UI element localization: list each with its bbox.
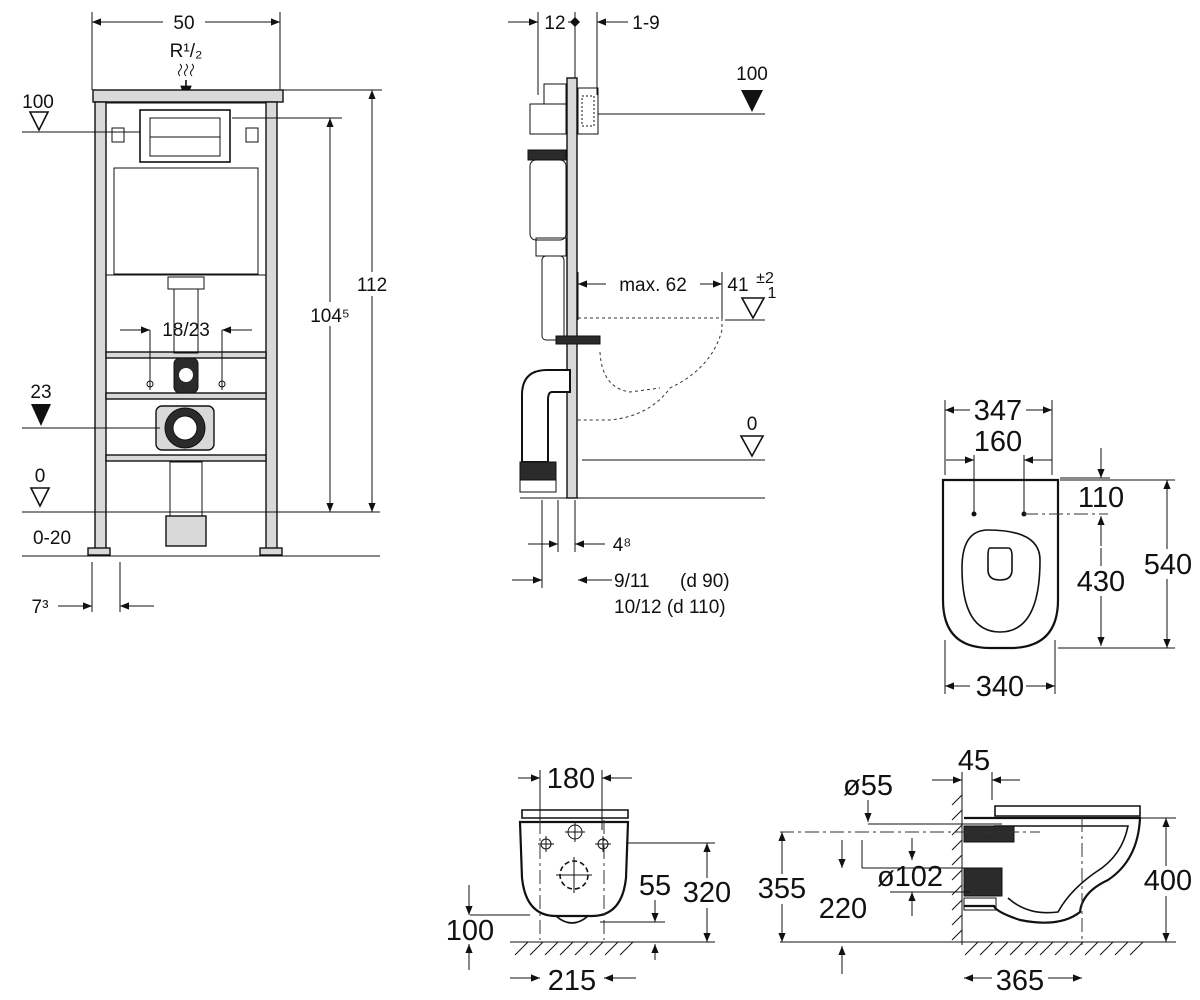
- hole-offset-label: 110: [1078, 482, 1124, 514]
- bowl-width-top-label: 347: [974, 395, 1022, 427]
- bowl-side-view: 45 ø55 ø102 355: [754, 745, 1196, 997]
- side-outlet-height-label: 220: [819, 893, 867, 925]
- frame-front-view: 50 R¹/₂: [22, 11, 392, 618]
- level-marker-icon: [740, 297, 766, 320]
- pipe-b-label: 10/12 (d 110): [614, 597, 726, 618]
- side-inlet-height-label: 355: [758, 873, 806, 905]
- side-depth-label: 365: [996, 965, 1044, 997]
- pipe-a-label: 9/11: [614, 571, 650, 592]
- back-floor-offset-label: 100: [446, 915, 494, 947]
- bowl-back-view: 180 55 320: [442, 763, 736, 997]
- bowl-top-view: 347 160 110 430 540 340: [941, 395, 1196, 703]
- floor-range-label: 0-20: [33, 528, 71, 549]
- level-marker-icon: [31, 404, 51, 426]
- bowl-tolerance-plus: ±2: [756, 270, 774, 287]
- outlet-diameter-label: ø102: [877, 861, 943, 893]
- hole-spacing-label: 160: [974, 426, 1022, 458]
- frame-width-label: 50: [173, 13, 194, 34]
- level-marker-icon: [28, 111, 50, 132]
- wall-gap-label: 1-9: [632, 13, 659, 34]
- frame-depth-label: 12: [544, 13, 565, 34]
- drain-spacing-label: 18/23: [162, 320, 210, 341]
- frame-side-view: 12 1-9 100 max. 62 41: [508, 12, 777, 618]
- wall-offset-label: 45: [958, 745, 990, 777]
- total-length-label: 540: [1144, 549, 1192, 581]
- bolt-hole-icon: [538, 822, 611, 893]
- foot-offset-label: 7³: [32, 597, 49, 618]
- level-marker-icon: [29, 487, 51, 508]
- total-height-label: 112: [357, 275, 387, 296]
- bowl-tolerance-minus: 1: [768, 285, 777, 302]
- base-width-label: 215: [548, 965, 596, 997]
- bowl-height-label: 41: [727, 275, 748, 296]
- diamond-icon: [570, 17, 580, 27]
- side-ref-100-label: 100: [736, 64, 768, 85]
- ref-level-23-label: 23: [30, 382, 51, 403]
- seat-length-label: 430: [1077, 566, 1125, 598]
- level-marker-icon: [741, 90, 763, 112]
- projection-label: max. 62: [619, 275, 687, 296]
- pipe-a-note: (d 90): [680, 571, 730, 592]
- supply-connection-label: R¹/₂: [170, 41, 203, 62]
- inlet-diameter-label: ø55: [843, 770, 893, 802]
- bolt-spacing-label: 180: [547, 763, 595, 795]
- back-height-label: 320: [683, 877, 731, 909]
- pipe-offset-label: 4⁸: [613, 535, 632, 556]
- ref-level-0-label: 0: [35, 466, 46, 487]
- side-total-height-label: 400: [1144, 865, 1192, 897]
- bowl-width-bottom-label: 340: [976, 671, 1024, 703]
- inner-height-label: 104⁵: [310, 306, 350, 327]
- side-ref-0-label: 0: [747, 414, 758, 435]
- ref-level-100-label: 100: [22, 92, 54, 113]
- back-inlet-height-label: 55: [639, 870, 671, 902]
- level-marker-icon: [739, 435, 765, 458]
